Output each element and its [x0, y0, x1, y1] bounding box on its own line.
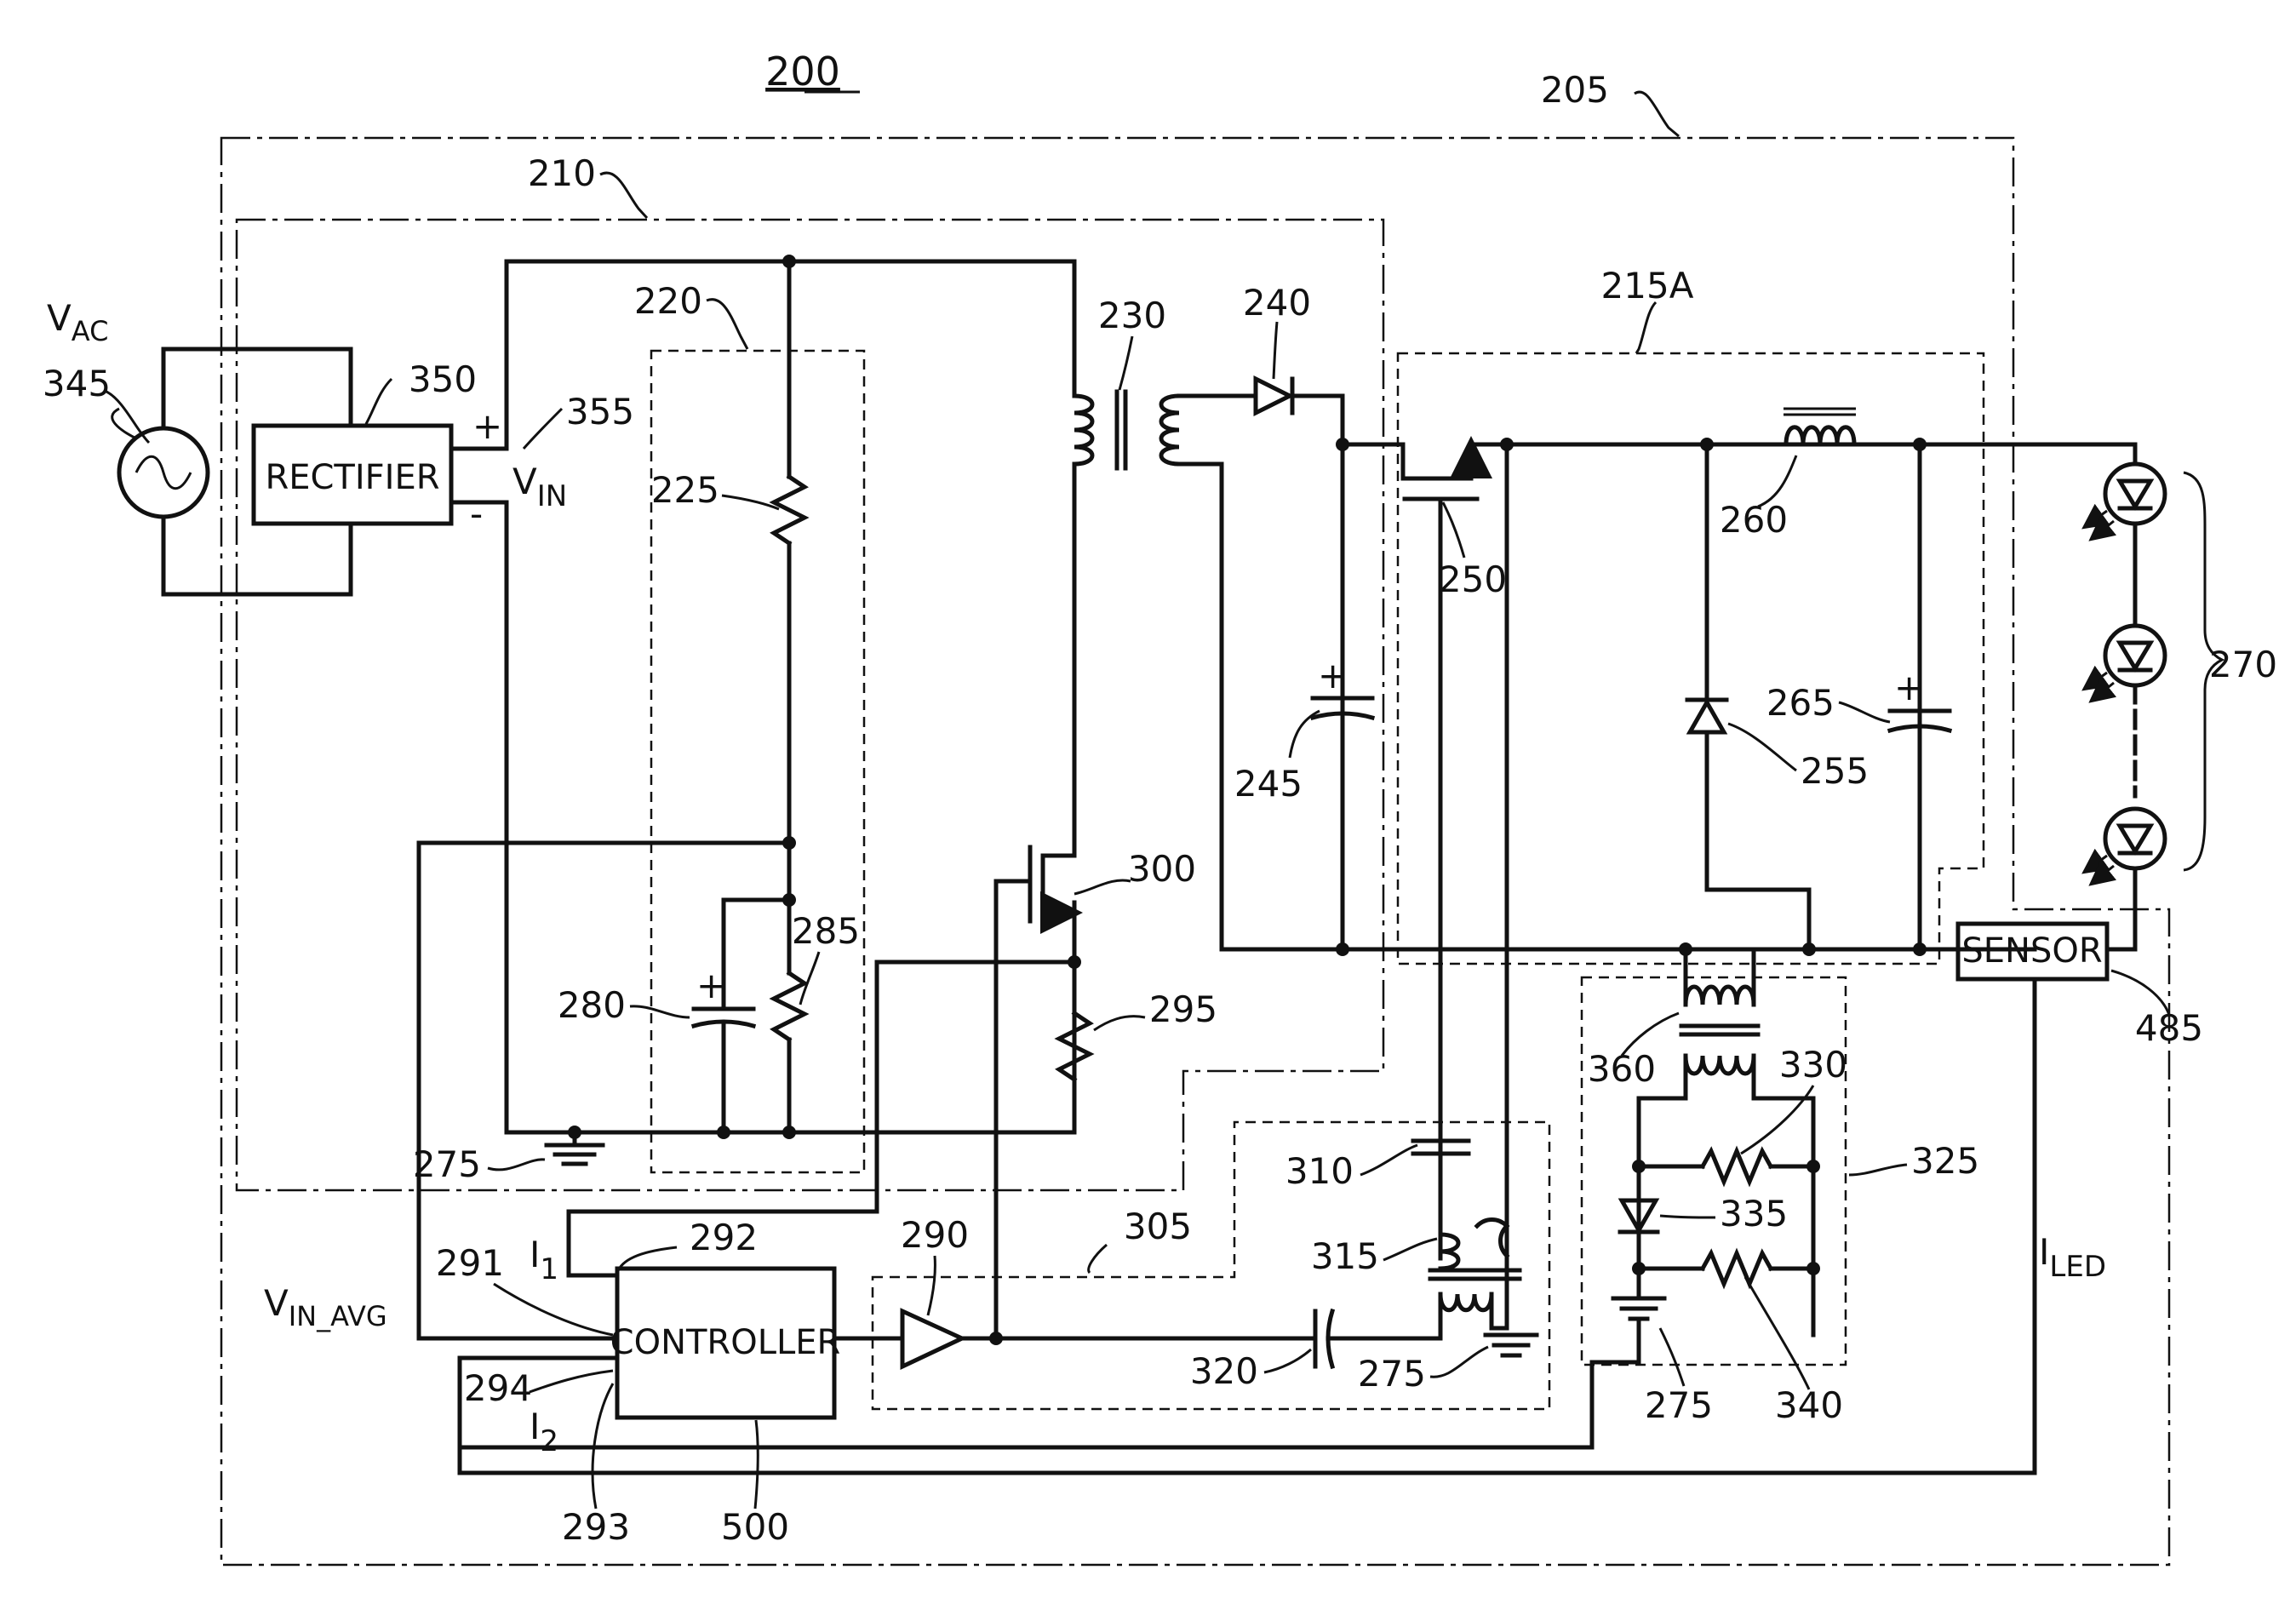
ref-291: 291	[436, 1242, 504, 1284]
ref-310: 310	[1285, 1150, 1354, 1192]
ref-325: 325	[1911, 1140, 1979, 1182]
ref-335: 335	[1720, 1193, 1788, 1235]
leader-lines	[106, 322, 2169, 1509]
ref-294: 294	[464, 1367, 532, 1409]
ref-255: 255	[1801, 750, 1869, 792]
ref-285: 285	[792, 910, 860, 952]
ref-500: 500	[721, 1506, 789, 1548]
ref-245: 245	[1234, 763, 1303, 805]
ref-220: 220	[634, 280, 702, 322]
ref-345: 345	[43, 363, 111, 404]
transformer-icon	[1681, 987, 1758, 1074]
plus-rectifier: +	[472, 405, 502, 447]
amplifier-icon	[902, 1311, 962, 1366]
ref-315: 315	[1311, 1235, 1379, 1277]
ref-350: 350	[409, 358, 477, 400]
resistor-icon	[1703, 1151, 1771, 1182]
resistor-icon	[1703, 1253, 1771, 1284]
led-icon	[2086, 809, 2165, 883]
diode-icon	[1687, 700, 1726, 732]
led-icon	[2086, 626, 2165, 700]
ground-icon	[1613, 1269, 1664, 1319]
figure-number: 200	[765, 49, 840, 95]
ref-320: 320	[1190, 1350, 1258, 1392]
ref-270: 270	[2209, 644, 2277, 685]
ref-230: 230	[1098, 295, 1166, 336]
vin-label: VIN	[512, 461, 567, 513]
vac-label: VAC	[47, 297, 108, 347]
controller-label: CONTROLLER	[610, 1323, 841, 1362]
sensor-label: SENSOR	[1961, 931, 2102, 971]
plus-280: +	[696, 965, 726, 1006]
ref-330: 330	[1779, 1044, 1847, 1086]
iled-label: ILED	[2039, 1231, 2106, 1284]
mosfet-icon	[996, 847, 1074, 952]
minus-rectifier: -	[470, 493, 483, 535]
ground-icon	[1486, 1335, 1537, 1355]
ref-275c: 275	[1645, 1384, 1713, 1426]
ref-215a: 215A	[1601, 265, 1694, 306]
ref-290: 290	[901, 1214, 969, 1256]
ref-275a: 275	[413, 1143, 481, 1185]
resistor-icon	[774, 973, 804, 1040]
ref-275b: 275	[1358, 1353, 1426, 1395]
ref-293: 293	[562, 1506, 630, 1548]
ref-292: 292	[690, 1217, 758, 1258]
ref-210: 210	[528, 152, 596, 194]
ref-355: 355	[566, 391, 634, 433]
ref-205: 205	[1541, 69, 1609, 111]
ref-300: 300	[1128, 848, 1196, 890]
ref-240: 240	[1243, 282, 1311, 324]
ref-340: 340	[1775, 1384, 1843, 1426]
plus-265: +	[1894, 667, 1924, 708]
ref-280: 280	[558, 984, 626, 1026]
plus-245: +	[1318, 655, 1348, 696]
vin-avg-label: VIN_AVG	[264, 1282, 387, 1332]
ref-225: 225	[651, 469, 719, 511]
i1-label: I1	[530, 1234, 558, 1286]
led-icon	[2086, 464, 2165, 538]
ref-305: 305	[1124, 1206, 1192, 1247]
transformer-icon	[1074, 392, 1179, 468]
ref-250: 250	[1439, 559, 1507, 600]
rectifier-label: RECTIFIER	[265, 458, 439, 497]
ref-295: 295	[1149, 988, 1217, 1030]
ac-source-icon	[119, 428, 208, 517]
ref-260: 260	[1720, 499, 1788, 541]
diode-icon	[1256, 379, 1292, 413]
ref-265: 265	[1766, 682, 1835, 724]
inductor-icon	[1784, 409, 1856, 444]
i2-label: I2	[530, 1406, 558, 1458]
